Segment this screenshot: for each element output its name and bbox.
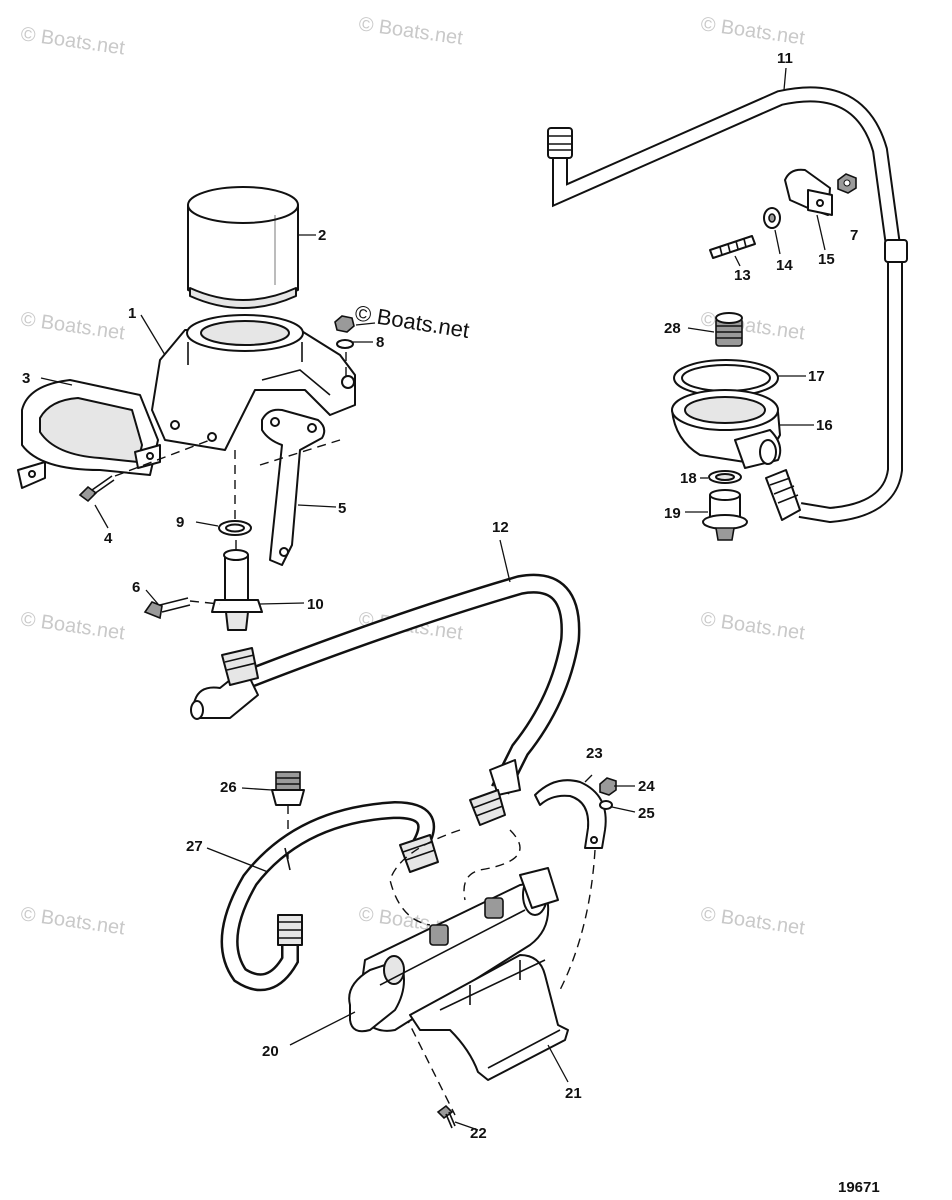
part-15-clamp (784, 168, 833, 216)
callout-4: 4 (104, 530, 113, 547)
callout-2: 2 (318, 227, 326, 244)
callout-7: 7 (850, 227, 858, 244)
part-8-nut-washer (334, 315, 355, 380)
part-18-washer (708, 470, 742, 484)
part-27-hose (220, 800, 439, 992)
part-23-clamp (534, 779, 607, 849)
part-16-filter-base (671, 389, 782, 469)
callout-28: 28 (664, 320, 681, 337)
callout-26: 26 (220, 779, 237, 796)
watermark-feature: © Boats.net (353, 300, 471, 343)
callout-10: 10 (307, 596, 324, 613)
callout-15: 15 (818, 251, 835, 268)
watermark: © Boats.net (699, 608, 806, 644)
part-22-screw (436, 1104, 456, 1129)
part-12-hose (190, 573, 581, 826)
callout-8: 8 (376, 334, 384, 351)
callout-5: 5 (338, 500, 346, 517)
part-11-hose (547, 86, 908, 524)
watermark: © Boats.net (357, 13, 464, 49)
watermark: © Boats.net (699, 903, 806, 939)
callout-19: 19 (664, 505, 681, 522)
callout-6: 6 (132, 579, 140, 596)
callout-25: 25 (638, 805, 655, 822)
callout-22: 22 (470, 1125, 487, 1142)
part-17-gasket (673, 359, 779, 397)
part-4-bolt (78, 439, 211, 503)
part-13-stud (709, 235, 756, 259)
watermark: © Boats.net (19, 608, 126, 644)
callout-18: 18 (680, 470, 697, 487)
callout-9: 9 (176, 514, 184, 531)
callout-3: 3 (22, 370, 30, 387)
part-14-washer (763, 207, 781, 229)
part-24-nut (599, 777, 617, 796)
part-19-fitting (702, 489, 748, 541)
part-20-cooler (348, 867, 559, 1033)
callout-1: 1 (128, 305, 136, 322)
callout-12: 12 (492, 519, 509, 536)
part-3-clamp (17, 379, 161, 489)
part-2-filter-canister (187, 186, 299, 309)
part-10-fitting (211, 540, 263, 631)
part-21-saddle (409, 954, 569, 1081)
callout-17: 17 (808, 368, 825, 385)
callout-20: 20 (262, 1043, 279, 1060)
part-7-nut (837, 173, 857, 194)
part-25-washer (599, 800, 613, 810)
watermark: © Boats.net (19, 903, 126, 939)
callout-23: 23 (586, 745, 603, 762)
part-1-filter-bracket (151, 314, 356, 451)
part-6-bolt (143, 597, 221, 620)
callout-11: 11 (777, 50, 793, 67)
callout-14: 14 (776, 257, 793, 274)
callout-16: 16 (816, 417, 833, 434)
leader-lines (40, 67, 826, 1131)
part-28-nipple (715, 312, 743, 347)
callout-13: 13 (734, 267, 751, 284)
routing-dashes (389, 829, 596, 1116)
callout-24: 24 (638, 778, 655, 795)
watermark: © Boats.net (699, 13, 806, 49)
callouts: 1 2 3 4 5 6 7 8 9 10 11 12 13 14 15 16 1… (22, 50, 858, 1142)
callout-21: 21 (565, 1085, 582, 1102)
watermark: © Boats.net (19, 23, 126, 59)
watermark: © Boats.net (19, 308, 126, 344)
figure-number: 19671 (838, 1179, 880, 1196)
part-9-washer (218, 450, 252, 536)
callout-27: 27 (186, 838, 203, 855)
part-5-bracket-arm (259, 408, 341, 566)
